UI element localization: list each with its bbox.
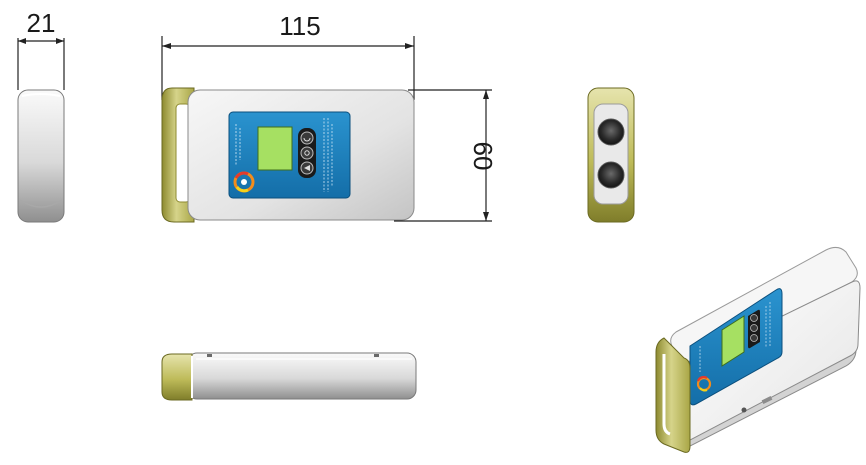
arrowhead-right bbox=[56, 38, 64, 44]
button-top bbox=[300, 131, 314, 145]
end-view bbox=[587, 87, 635, 223]
dimension-height: 60 bbox=[394, 89, 498, 222]
length-label: 115 bbox=[279, 11, 320, 41]
arrowhead-right bbox=[405, 43, 414, 49]
end-cap bbox=[161, 353, 193, 401]
brand-logo-icon bbox=[233, 171, 255, 193]
front-view bbox=[161, 87, 415, 223]
dimension-length: 115 bbox=[161, 11, 415, 100]
dimension-thickness: 21 bbox=[17, 8, 65, 90]
arrowhead-left bbox=[18, 38, 26, 44]
lcd-screen bbox=[257, 126, 293, 171]
port-hole-bottom bbox=[597, 161, 625, 189]
arrowhead-left bbox=[162, 43, 171, 49]
port-hole-top bbox=[597, 118, 625, 146]
isometric-view bbox=[655, 246, 861, 453]
bottom-view bbox=[161, 352, 417, 401]
brand-logo-icon bbox=[696, 375, 712, 392]
arrowhead-bottom bbox=[483, 212, 489, 221]
height-label: 60 bbox=[468, 142, 498, 171]
lcd-screen bbox=[721, 315, 745, 367]
button-middle bbox=[300, 146, 314, 160]
side-view bbox=[17, 89, 65, 223]
arrowhead-top bbox=[483, 90, 489, 99]
thickness-label: 21 bbox=[27, 8, 56, 38]
